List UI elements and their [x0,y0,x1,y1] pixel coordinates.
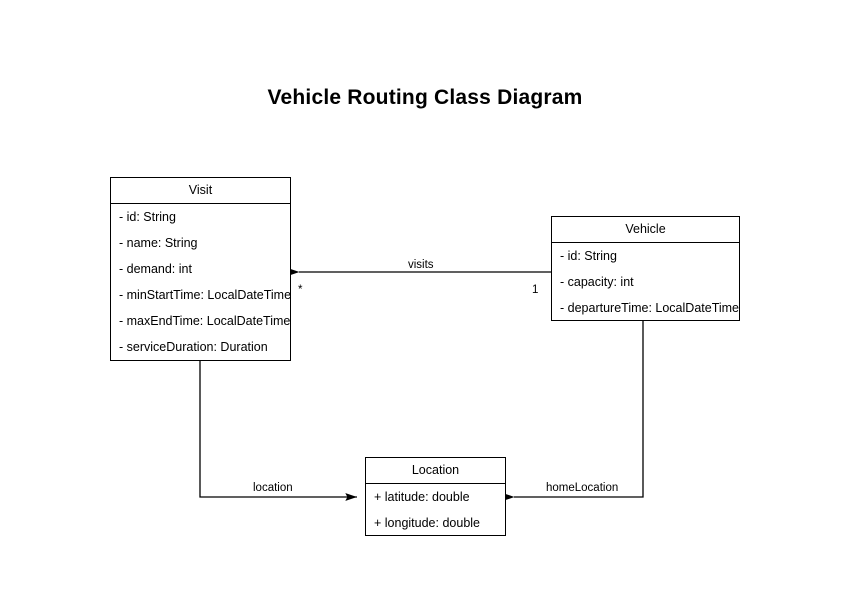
class-attribute: - capacity: int [560,275,634,289]
class-attribute: - demand: int [119,262,192,276]
class-attributes-location: + latitude: double + longitude: double [366,484,505,536]
class-box-visit[interactable]: Visit - id: String - name: String - dema… [110,177,291,361]
class-attribute: - name: String [119,236,198,250]
class-attribute: - departureTime: LocalDateTime [560,301,740,315]
multiplicity-vehicle-side: 1 [532,284,539,296]
class-box-location[interactable]: Location + latitude: double + longitude:… [365,457,506,536]
relationship-label-homelocation: homeLocation [543,482,622,494]
class-attribute: - maxEndTime: LocalDateTime [119,314,291,328]
page-title: Vehicle Routing Class Diagram [267,86,583,109]
relationship-label-visits: visits [405,259,437,271]
class-name-visit: Visit [111,178,290,204]
relationship-location-edge [199,361,357,501]
class-attribute: + longitude: double [374,516,480,530]
relationship-homelocation-edge [502,321,644,501]
class-attribute: + latitude: double [374,490,470,504]
class-attribute: - id: String [560,249,617,263]
class-attribute: - minStartTime: LocalDateTime [119,288,292,302]
class-attribute: - id: String [119,210,176,224]
class-attributes-visit: - id: String - name: String - demand: in… [111,204,292,360]
class-attribute: - serviceDuration: Duration [119,340,268,354]
class-name-location: Location [366,458,505,484]
relationship-label-location: location [250,482,296,494]
multiplicity-visit-side: * [298,284,303,296]
class-box-vehicle[interactable]: Vehicle - id: String - capacity: int - d… [551,216,740,321]
class-attributes-vehicle: - id: String - capacity: int - departure… [552,243,739,321]
class-name-vehicle: Vehicle [552,217,739,243]
